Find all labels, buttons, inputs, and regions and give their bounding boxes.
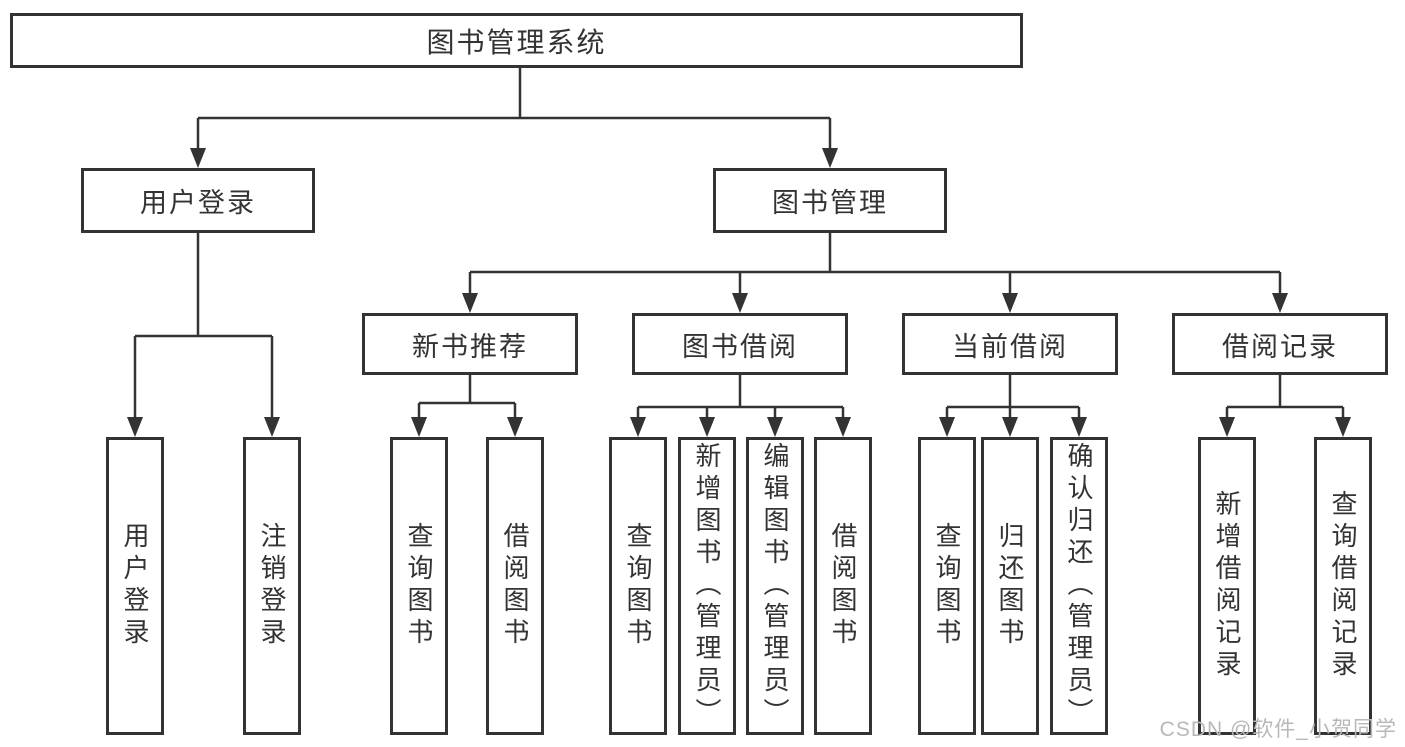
node-current-borrowing: 当前借阅 (902, 313, 1118, 375)
leaf-query-books-borrowing: 查询图书 (609, 437, 667, 735)
leaf-query-books-recommend: 查询图书 (390, 437, 448, 735)
node-user-login: 用户登录 (81, 168, 315, 233)
leaf-borrow-books-recommend: 借阅图书 (486, 437, 544, 735)
leaf-edit-book-admin: 编辑图书（管理员） (746, 437, 804, 735)
node-book-management: 图书管理 (713, 168, 947, 233)
node-book-borrowing-label: 图书借阅 (682, 331, 798, 362)
leaf-query-books-current: 查询图书 (918, 437, 976, 735)
leaf-return-books: 归还图书 (981, 437, 1039, 735)
leaf-borrow-books-recommend-label: 借阅图书 (500, 522, 530, 650)
node-new-book-recommendation-label: 新书推荐 (412, 331, 528, 362)
leaf-query-borrow-record: 查询借阅记录 (1314, 437, 1372, 735)
leaf-confirm-return-admin-label: 确认归还（管理员） (1064, 442, 1094, 730)
node-borrowing-records: 借阅记录 (1172, 313, 1388, 375)
leaf-edit-book-admin-label: 编辑图书（管理员） (760, 442, 790, 730)
leaf-query-borrow-record-label: 查询借阅记录 (1328, 490, 1358, 682)
leaf-query-books-current-label: 查询图书 (932, 522, 962, 650)
leaf-confirm-return-admin: 确认归还（管理员） (1050, 437, 1108, 735)
leaf-query-books-recommend-label: 查询图书 (404, 522, 434, 650)
leaf-add-borrow-record: 新增借阅记录 (1198, 437, 1256, 735)
leaf-add-book-admin: 新增图书（管理员） (678, 437, 736, 735)
watermark: CSDN @软件_小贺同学 (1159, 718, 1397, 741)
leaf-user-login-label: 用户登录 (120, 522, 150, 650)
leaf-user-login: 用户登录 (106, 437, 164, 735)
leaf-add-borrow-record-label: 新增借阅记录 (1212, 490, 1242, 682)
leaf-logout-label: 注销登录 (257, 522, 287, 650)
node-new-book-recommendation: 新书推荐 (362, 313, 578, 375)
leaf-borrow-books-borrowing: 借阅图书 (814, 437, 872, 735)
leaf-borrow-books-borrowing-label: 借阅图书 (828, 522, 858, 650)
node-book-borrowing: 图书借阅 (632, 313, 848, 375)
leaf-return-books-label: 归还图书 (995, 522, 1025, 650)
node-borrowing-records-label: 借阅记录 (1222, 331, 1338, 362)
leaf-add-book-admin-label: 新增图书（管理员） (692, 442, 722, 730)
node-library-management-system: 图书管理系统 (10, 13, 1023, 68)
node-current-borrowing-label: 当前借阅 (952, 331, 1068, 362)
node-book-management-label: 图书管理 (772, 188, 888, 218)
leaf-query-books-borrowing-label: 查询图书 (623, 522, 653, 650)
leaf-logout: 注销登录 (243, 437, 301, 735)
node-user-login-label: 用户登录 (140, 188, 256, 218)
node-library-management-system-label: 图书管理系统 (426, 26, 607, 58)
